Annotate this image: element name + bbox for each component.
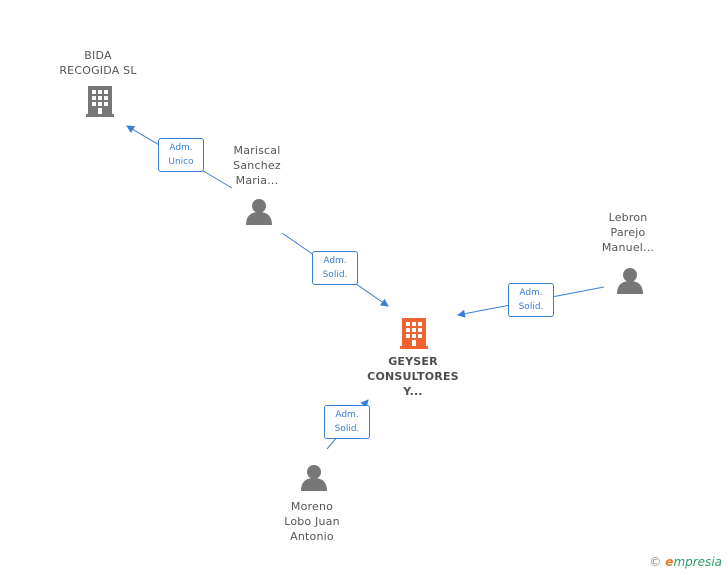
edge-badge-adm-solid-moreno[interactable]: Adm. Solid. <box>324 405 370 439</box>
person-icon-moreno <box>301 465 327 491</box>
edge-badge-adm-solid-lebron[interactable]: Adm. Solid. <box>508 283 554 317</box>
empresia-logo[interactable]: ©empresia <box>649 555 722 569</box>
node-label-moreno[interactable]: Moreno Lobo Juan Antonio <box>284 500 340 543</box>
edge-badge-adm-solid-mariscal[interactable]: Adm. Solid. <box>312 251 358 285</box>
person-icon-mariscal <box>246 199 272 225</box>
node-label-lebron[interactable]: Lebron Parejo Manuel... <box>601 211 655 254</box>
building-icon-main <box>400 318 428 349</box>
node-label-bida[interactable]: BIDA RECOGIDA SL <box>59 49 137 77</box>
copyright-icon: © <box>649 555 662 569</box>
edge-badge-adm-unico[interactable]: Adm. Unico <box>158 138 204 172</box>
building-icon <box>86 86 114 117</box>
node-label-geyser[interactable]: GEYSER CONSULTORES Y... <box>367 355 459 398</box>
node-label-mariscal[interactable]: Mariscal Sanchez Maria... <box>233 144 281 187</box>
person-icon-lebron <box>617 268 643 294</box>
